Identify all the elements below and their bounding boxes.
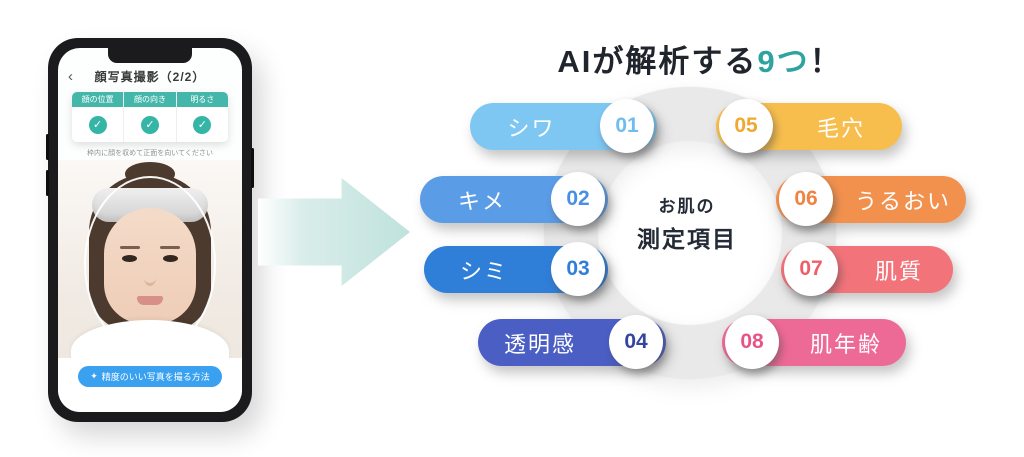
diagram-item-moisture: うるおい 06 (776, 172, 966, 226)
item-number-badge: 08 (725, 315, 779, 369)
phone-screen: ‹ 顔写真撮影（2/2） 顔の位置 ✓ 顔の向き ✓ 明るさ (58, 48, 242, 412)
shirt (71, 320, 229, 358)
phone-volume-button (46, 170, 49, 196)
phone-notch (108, 48, 192, 63)
check-ok-icon: ✓ (193, 115, 212, 134)
diagram-center-label: お肌の 測定項目 (637, 197, 737, 252)
photo-tips-label: 精度のいい写真を撮る方法 (101, 372, 210, 382)
item-number-badge: 05 (719, 99, 773, 153)
face-photo (58, 160, 242, 358)
diagram-item-skin-type: 肌質 07 (781, 242, 953, 296)
check-col-brightness: 明るさ ✓ (176, 92, 228, 142)
bottom-bar: ✦ 精度のいい写真を撮る方法 (58, 358, 242, 412)
item-number-badge: 07 (784, 242, 838, 296)
diagram-item-texture: キメ 02 (420, 172, 608, 226)
item-number-badge: 03 (551, 242, 605, 296)
item-number-badge: 06 (779, 172, 833, 226)
check-col-face-direction: 顔の向き ✓ (124, 92, 177, 142)
diagram-item-spots: シミ 03 (424, 242, 608, 296)
check-col-face-position: 顔の位置 ✓ (72, 92, 125, 142)
check-ok-icon: ✓ (88, 115, 107, 134)
diagram-item-wrinkles: シワ 01 (470, 99, 657, 153)
check-tab-label: 顔の向き (124, 92, 176, 107)
sparkle-icon: ✦ (90, 371, 98, 381)
photo-tips-button[interactable]: ✦ 精度のいい写真を撮る方法 (78, 366, 222, 387)
check-ok-icon: ✓ (140, 115, 159, 134)
right-arrow-icon (258, 178, 410, 286)
face (104, 208, 196, 324)
item-number-badge: 02 (551, 172, 605, 226)
app-header: ‹ 顔写真撮影（2/2） (58, 65, 242, 87)
check-tab-label: 明るさ (176, 92, 228, 107)
back-chevron-icon[interactable]: ‹ (68, 67, 73, 85)
capture-check-card: 顔の位置 ✓ 顔の向き ✓ 明るさ ✓ (72, 92, 228, 142)
phone-volume-button (46, 134, 49, 160)
item-number-badge: 04 (609, 315, 663, 369)
check-tab-label: 顔の位置 (72, 92, 124, 107)
title-highlight: 9つ (757, 44, 810, 79)
diagram-item-pores: 毛穴 05 (716, 99, 902, 153)
diagram-item-skin-age: 肌年齢 08 (722, 315, 906, 369)
title-suffix: ！ (809, 44, 843, 79)
title-prefix: AIが解析する (557, 44, 758, 79)
phone-power-button (251, 148, 254, 188)
page-title: AIが解析する9つ！ (370, 36, 1024, 81)
app-header-title: 顔写真撮影（2/2） (94, 69, 206, 84)
capture-instruction: 枠内に顔を収めて正面を向いてください (87, 148, 213, 157)
phone-mockup: ‹ 顔写真撮影（2/2） 顔の位置 ✓ 顔の向き ✓ 明るさ (46, 38, 254, 422)
diagram-item-clarity: 透明感 04 (478, 315, 666, 369)
item-number-badge: 01 (600, 99, 654, 153)
